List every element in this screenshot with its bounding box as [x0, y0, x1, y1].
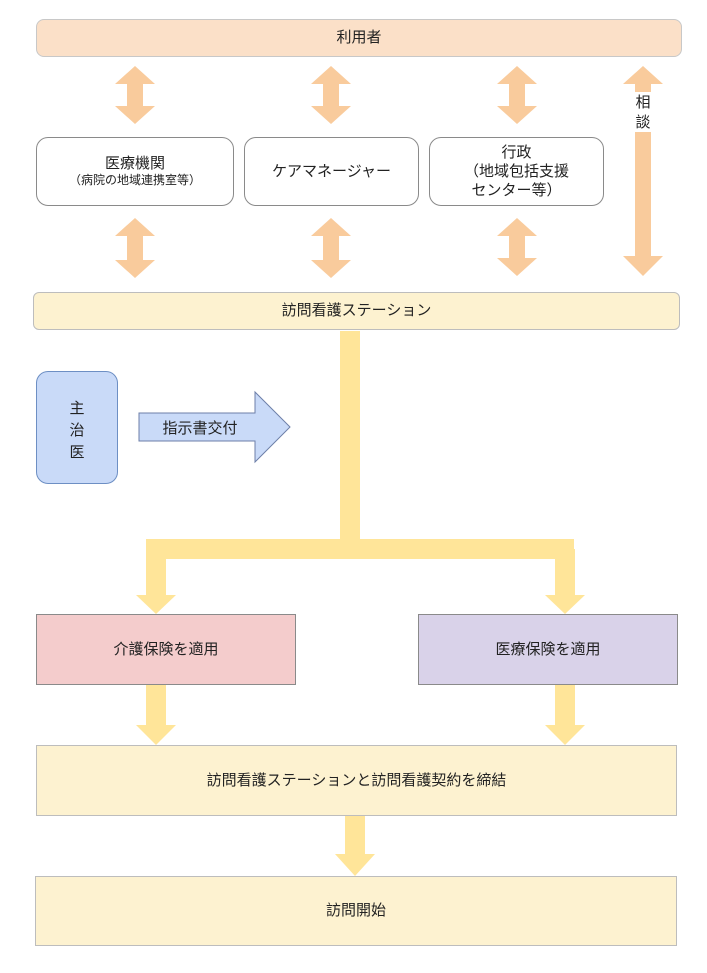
flow-left-stem [146, 549, 166, 597]
consultation-char-1: 相 [635, 93, 651, 111]
flow-left-arrowhead [136, 595, 176, 614]
medical-insurance-label: 医療保険を適用 [495, 639, 601, 658]
primary-doctor-box [36, 371, 118, 484]
primary-doctor-char-3: 医 [69, 443, 85, 461]
start-box: 訪問開始 [35, 876, 677, 946]
flow-trunk [340, 331, 360, 549]
flow-care-arrowhead [136, 725, 176, 745]
care-insurance-box: 介護保険を適用 [36, 614, 296, 685]
flow-right-stem [555, 549, 575, 597]
administration-label: 行政 [501, 143, 532, 162]
double-arrow-caremanager-station [311, 218, 351, 278]
station-label: 訪問看護ステーション [281, 301, 432, 320]
care-manager-box: ケアマネージャー [244, 137, 419, 206]
instruction-label: 指示書交付 [162, 418, 238, 437]
user-box: 利用者 [36, 19, 682, 57]
contract-label: 訪問看護ステーションと訪問看護契約を締結 [206, 770, 507, 789]
flow-right-arrowhead [545, 595, 585, 614]
care-insurance-label: 介護保険を適用 [113, 639, 219, 658]
flow-medical-stem [555, 685, 575, 727]
flow-care-stem [146, 685, 166, 727]
medical-institution-sublabel: （病院の地域連携室等） [68, 173, 201, 188]
start-label: 訪問開始 [325, 901, 386, 920]
double-arrow-user-administration [497, 66, 537, 124]
double-arrow-medical-station [115, 218, 155, 278]
user-label: 利用者 [336, 28, 382, 47]
medical-institution-box: 医療機関 （病院の地域連携室等） [36, 137, 234, 206]
administration-sublabel-1: （地域包括支援 [463, 162, 569, 181]
care-manager-label: ケアマネージャー [272, 161, 391, 180]
medical-institution-label: 医療機関 [104, 153, 165, 172]
flow-medical-arrowhead [545, 725, 585, 745]
flow-start-stem [345, 816, 365, 856]
primary-doctor-char-2: 治 [69, 421, 85, 439]
flow-branch-bar [146, 539, 574, 559]
double-arrow-user-medical [115, 66, 155, 124]
contract-box: 訪問看護ステーションと訪問看護契約を締結 [36, 745, 677, 816]
station-box: 訪問看護ステーション [33, 292, 680, 330]
double-arrow-user-caremanager [311, 66, 351, 124]
primary-doctor-label: 主 治 医 [36, 397, 118, 463]
consultation-char-2: 談 [635, 113, 651, 131]
medical-insurance-box: 医療保険を適用 [418, 614, 678, 685]
administration-sublabel-2: センター等） [471, 180, 562, 199]
instruction-arrow [138, 390, 291, 464]
administration-box: 行政 （地域包括支援 センター等） [429, 137, 604, 206]
consultation-label: 相 談 [632, 92, 654, 132]
double-arrow-administration-station [497, 218, 537, 276]
primary-doctor-char-1: 主 [69, 399, 85, 417]
flow-start-arrowhead [335, 854, 375, 876]
double-arrow-consultation [623, 66, 663, 276]
